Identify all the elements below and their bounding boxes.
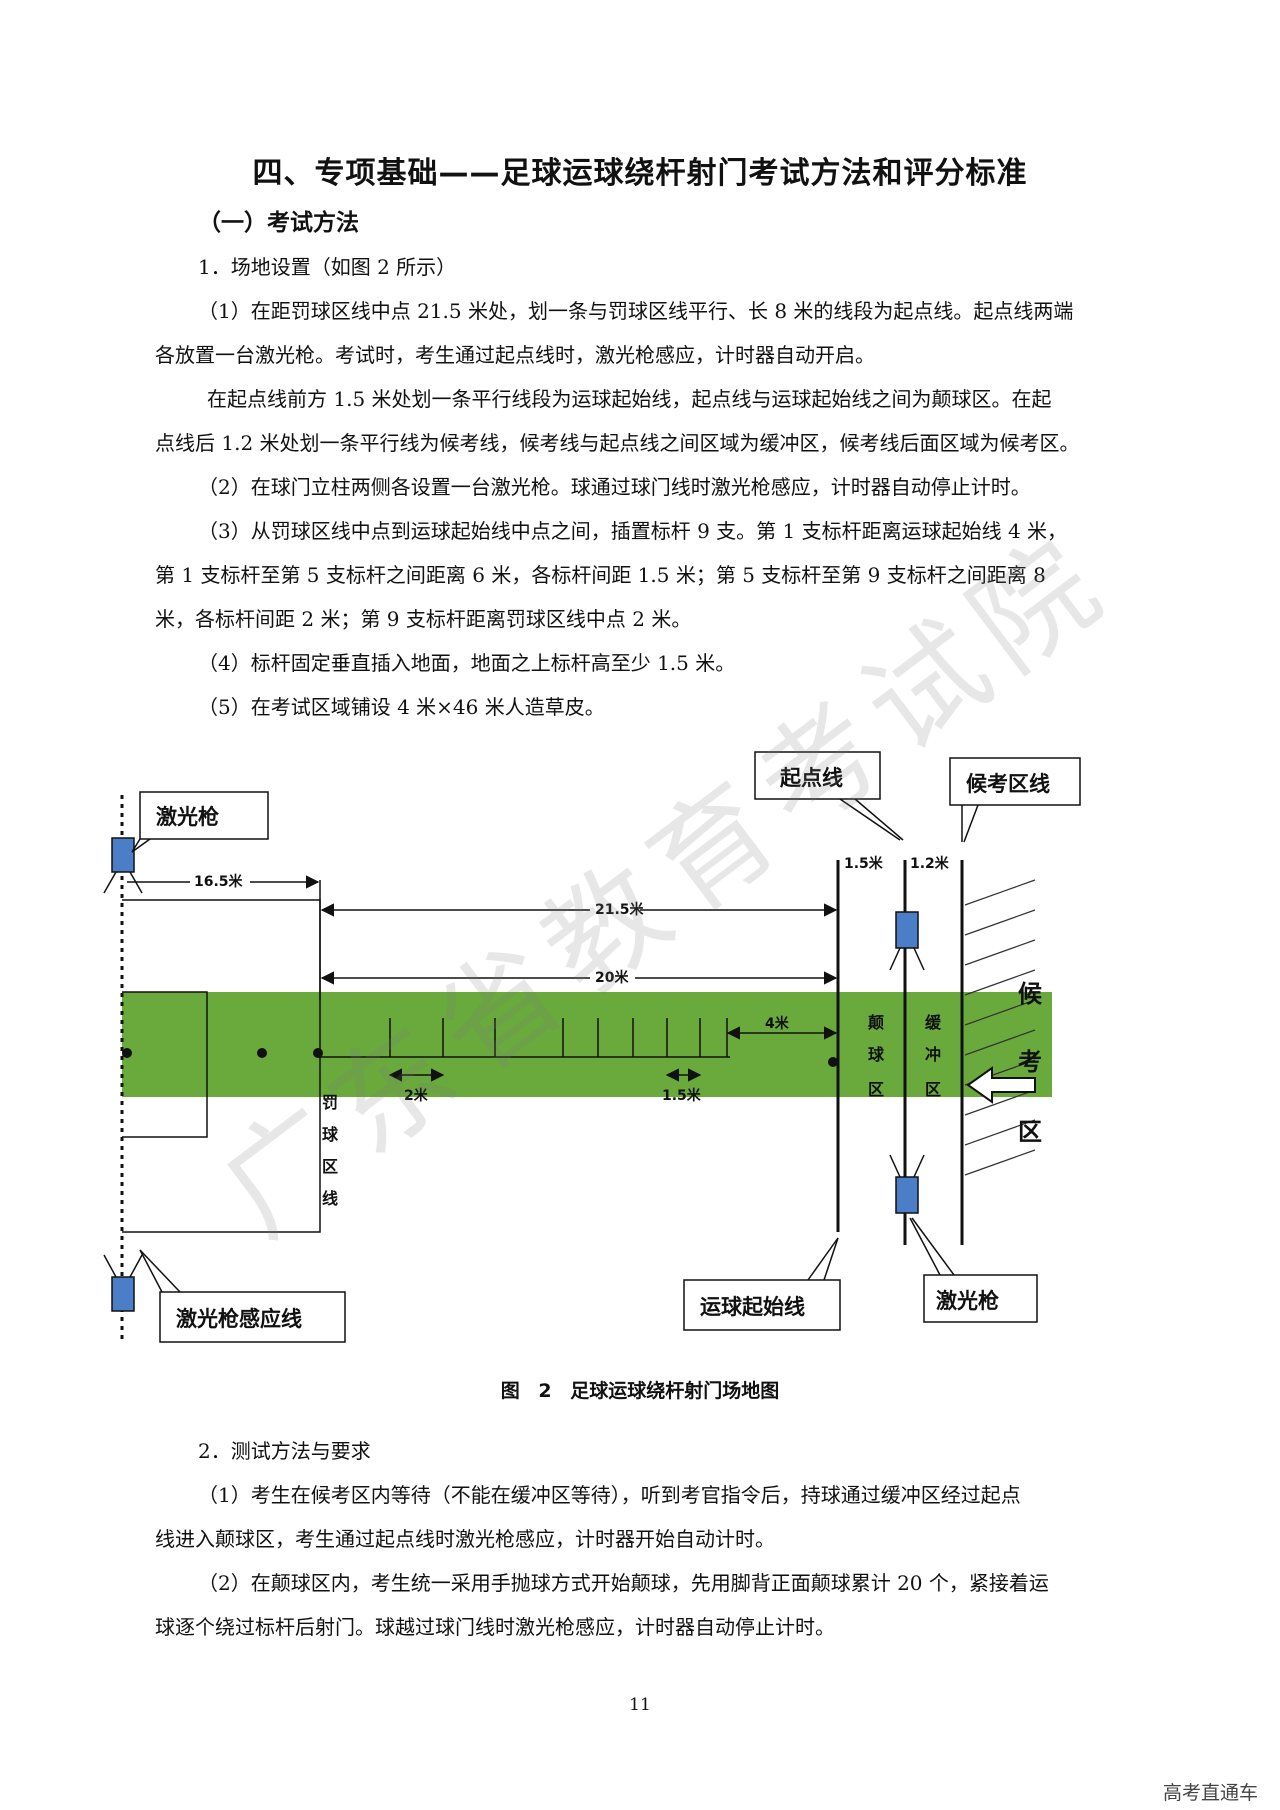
svg-text:球: 球 [868, 1045, 885, 1064]
penalty-line-midpoint [313, 1048, 323, 1058]
svg-text:冲: 冲 [925, 1045, 941, 1064]
svg-text:考: 考 [1018, 1048, 1042, 1076]
dim-2m: 2米 [404, 1087, 429, 1104]
paragraph-line: （4）标杆固定垂直插入地面，地面之上标杆高至少 1.5 米。 [198, 651, 736, 675]
penalty-area [122, 899, 321, 1233]
marker-poles [389, 1018, 728, 1057]
laser-gun-icon [889, 1154, 925, 1214]
callout-laser-line: 激光枪感应线 [139, 1249, 346, 1343]
callout-laser-gun: 激光枪 [131, 791, 269, 853]
callout-laser-gun-2: 激光枪 [909, 1217, 1038, 1323]
svg-text:运球起始线: 运球起始线 [700, 1295, 805, 1319]
paragraph-line: 点线后 1.2 米处划一条平行线为候考线，候考线与起点线之间区域为缓冲区，候考线… [155, 431, 1080, 455]
svg-text:罚: 罚 [322, 1093, 338, 1112]
footer-brand: 高考直通车 [1162, 1782, 1258, 1804]
svg-text:候: 候 [1018, 980, 1043, 1008]
callout-dribble-start: 运球起始线 [683, 1237, 841, 1331]
svg-text:激光枪: 激光枪 [936, 1289, 999, 1313]
laser-gun-icon [103, 1254, 143, 1312]
svg-text:区: 区 [322, 1157, 338, 1176]
svg-text:颠: 颠 [868, 1013, 884, 1032]
dim-16-5m: 16.5米 [194, 873, 244, 890]
paragraph-line: 第 1 支标杆至第 5 支标杆之间距离 6 米，各标杆间距 1.5 米；第 5 … [155, 563, 1046, 587]
dim-1-5m: 1.5米 [662, 1087, 702, 1104]
goal-area [122, 991, 208, 1138]
svg-text:区: 区 [868, 1080, 884, 1099]
svg-text:球: 球 [322, 1125, 339, 1144]
page-title: 四、专项基础——足球运球绕杆射门考试方法和评分标准 [252, 156, 1028, 191]
callout-waiting-line: 候考区线 [949, 757, 1081, 843]
buffer-zone-label: 缓 冲 区 [924, 1013, 942, 1099]
juggle-zone-label: 颠 球 区 [868, 1013, 885, 1099]
figure-caption: 图 2 足球运球绕杆射门场地图 [500, 1380, 780, 1402]
paragraph-line: （5）在考试区域铺设 4 米×46 米人造草皮。 [198, 695, 605, 719]
paragraph-line: 2．测试方法与要求 [198, 1439, 371, 1463]
paragraph-line: （2）在球门立柱两侧各设置一台激光枪。球通过球门线时激光枪感应，计时器自动停止计… [198, 475, 1031, 499]
section-heading: （一）考试方法 [198, 210, 359, 236]
svg-text:区: 区 [1018, 1118, 1042, 1146]
penalty-line-label: 罚 球 区 线 [322, 1093, 339, 1208]
laser-gun-icon [889, 911, 925, 971]
waiting-area-hatch [964, 879, 1036, 1176]
paragraph-line: 球逐个绕过标杆后射门。球越过球门线时激光枪感应，计时器自动停止计时。 [155, 1615, 835, 1639]
svg-text:候考区线: 候考区线 [966, 772, 1050, 796]
svg-text:激光枪感应线: 激光枪感应线 [176, 1307, 302, 1331]
dribble-start-midpoint [828, 1057, 838, 1067]
paragraph-line: 线进入颠球区，考生通过起点线时激光枪感应，计时器开始自动计时。 [155, 1527, 775, 1551]
zone-width-1-2m: 1.2米 [910, 855, 950, 872]
paragraph-line: 1．场地设置（如图 2 所示） [198, 255, 457, 279]
turf-strip [122, 992, 1052, 1097]
dim-4m: 4米 [765, 1015, 790, 1032]
zone-width-1-5m: 1.5米 [844, 855, 884, 872]
svg-text:缓: 缓 [924, 1013, 942, 1032]
penalty-spot [257, 1048, 267, 1058]
waiting-zone-label: 候 考 区 [1018, 980, 1043, 1146]
paragraph-line: （1）考生在候考区内等待（不能在缓冲区等待），听到考官指令后，持球通过缓冲区经过… [198, 1483, 1021, 1507]
paragraph-line: （2）在颠球区内，考生统一采用手抛球方式开始颠球，先用脚背正面颠球累计 20 个… [198, 1571, 1049, 1595]
paragraph-line: 米，各标杆间距 2 米；第 9 支标杆距离罚球区线中点 2 米。 [155, 607, 692, 631]
paragraph-line: （3）从罚球区线中点到运球起始线中点之间，插置标杆 9 支。第 1 支标杆距离运… [198, 519, 1068, 543]
svg-text:区: 区 [925, 1080, 941, 1099]
callout-start-line: 起点线 [754, 751, 904, 841]
svg-text:起点线: 起点线 [779, 766, 843, 790]
svg-text:线: 线 [322, 1189, 338, 1208]
paragraph-line: （1）在距罚球区线中点 21.5 米处，划一条与罚球区线平行、长 8 米的线段为… [198, 299, 1074, 323]
page-number: 11 [629, 1695, 651, 1715]
laser-gun-icon [103, 837, 143, 894]
paragraph-line: 在起点线前方 1.5 米处划一条平行线段为运球起始线，起点线与运球起始线之间为颠… [207, 387, 1052, 411]
dim-21-5m: 21.5米 [595, 901, 645, 918]
dim-20m: 20米 [595, 969, 629, 986]
entry-direction-arrow-icon [966, 1066, 1036, 1104]
paragraph-line: 各放置一台激光枪。考试时，考生通过起点线时，激光枪感应，计时器自动开启。 [155, 343, 875, 367]
svg-text:激光枪: 激光枪 [156, 805, 219, 829]
goal-center-dot [122, 1048, 132, 1058]
